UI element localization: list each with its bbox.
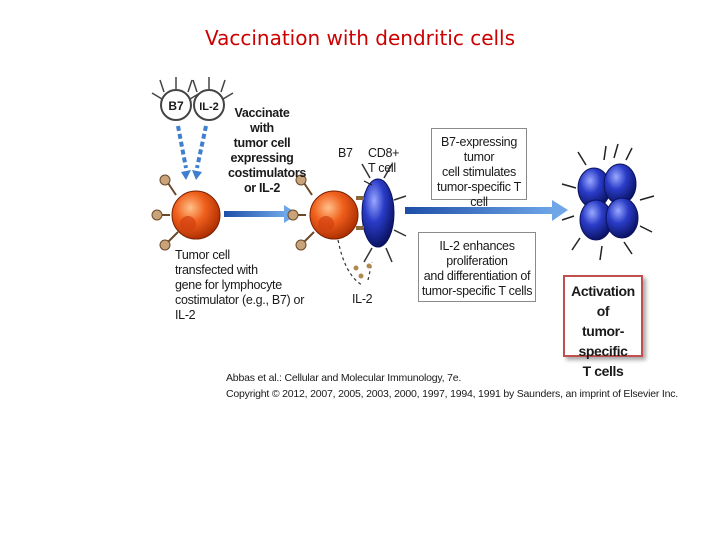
vaccination-diagram: B7 IL-2 (151, 77, 655, 286)
b7-label: B7 (338, 146, 353, 160)
b7-circle (151, 77, 201, 121)
cd8-t-cell (356, 163, 407, 263)
cd8-t-cell-label: CD8+ T cell (368, 146, 400, 175)
il2-label: IL-2 (352, 292, 373, 306)
tumor-cell-label: Tumor cell transfected with gene for lym… (175, 248, 305, 322)
il2-circle (192, 77, 234, 121)
activated-t-cells (561, 143, 655, 261)
citation: Abbas et al.: Cellular and Molecular Imm… (226, 370, 678, 402)
activation-box: Activation of tumor-specific T cells (563, 275, 643, 379)
tumor-cell-2 (287, 174, 359, 251)
slide-title: Vaccination with dendritic cells (204, 26, 516, 50)
arrow-to-t-cell (224, 205, 298, 223)
citation-line-1: Abbas et al.: Cellular and Molecular Imm… (226, 372, 462, 384)
citation-line-2: Copyright © 2012, 2007, 2005, 2003, 2000… (226, 388, 679, 400)
b7-stimulates-box: B7-expressing tumor cell stimulates tumo… (431, 128, 527, 209)
il2-release (337, 239, 373, 286)
il2-dots (353, 263, 372, 279)
arrow-to-activation (405, 200, 568, 221)
b7-circle-label: B7 (168, 99, 184, 113)
vaccine-arrows (176, 125, 208, 180)
il2-circle-label: IL-2 (199, 101, 219, 113)
il2-enhances-box: IL-2 enhances proliferation and differen… (418, 232, 536, 302)
vaccinate-label: Vaccinate with tumor cell expressing cos… (228, 106, 307, 195)
tumor-cell-1 (151, 174, 221, 251)
